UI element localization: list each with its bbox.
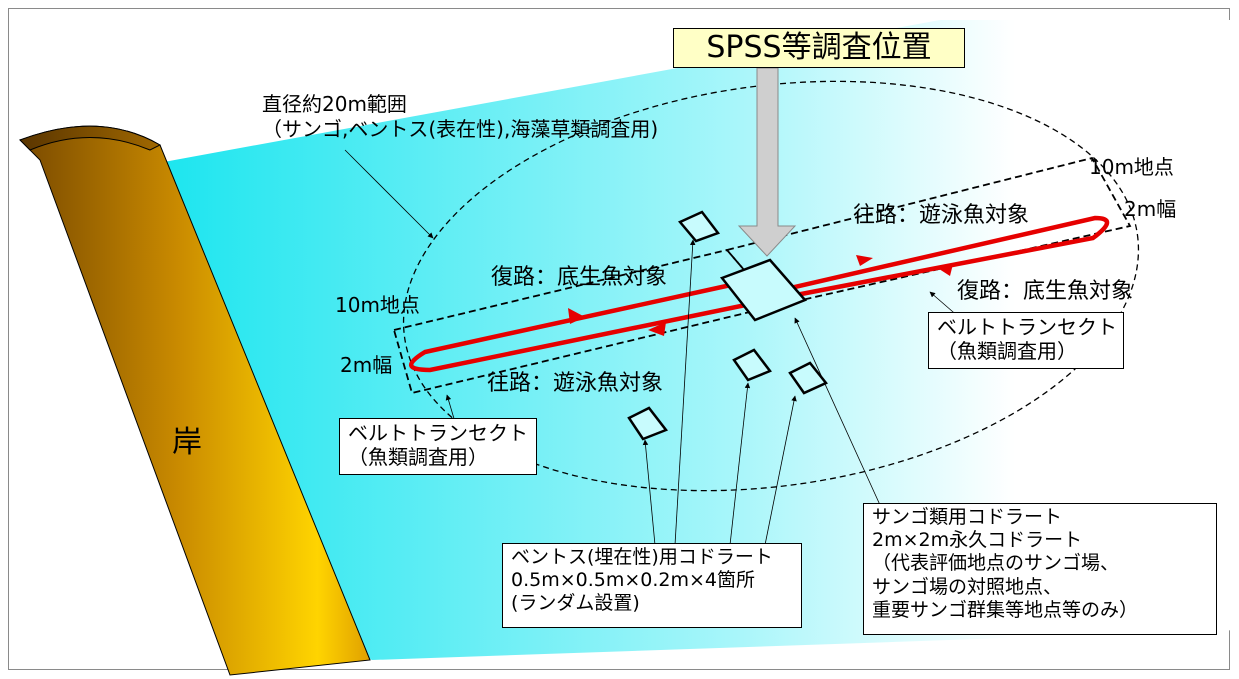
diameter-note: 直径約20m範囲 （サンゴ,ベントス(表在性),海藻草類調査用) [262, 92, 658, 142]
right-box-line1: ベルトトランセクト [937, 315, 1117, 339]
right-outbound-label: 往路：遊泳魚対象 [853, 203, 1030, 228]
leader-benthos-2 [674, 239, 696, 546]
benthos-box-line3: (ランダム設置) [511, 592, 640, 615]
leader-benthos-1 [642, 439, 656, 546]
shore-top-edge [19, 125, 162, 151]
left-box-line2: （魚類調査用） [348, 445, 488, 470]
benthos-quadrat-2 [732, 348, 772, 382]
left-belt-transect-box: ベルトトランセクト （魚類調査用） [339, 418, 537, 475]
coral-box-line2: 2m×2m永久コドラート [872, 529, 1083, 552]
coral-box-line1: サンゴ類用コドラート [872, 506, 1063, 528]
diameter-note-line1: 直径約20m範囲 [262, 92, 407, 116]
benthos-box-line1: ベントス(埋在性)用コドラート [511, 546, 773, 568]
leader-coral [794, 317, 881, 506]
right-belt-transect-box: ベルトトランセクト （魚類調査用） [928, 312, 1124, 369]
leader-benthos-3 [729, 382, 751, 546]
left-return-label: 復路：底生魚対象 [491, 265, 668, 290]
right-box-line2: （魚類調査用） [937, 339, 1077, 364]
water-area [120, 20, 1239, 660]
left-outbound-label: 往路：遊泳魚対象 [487, 371, 664, 396]
leader-diameter [344, 149, 434, 239]
coral-box-line3: （代表評価地点のサンゴ場、 [872, 552, 1120, 575]
track-arrow-3 [568, 308, 585, 324]
track-arrow-2 [936, 264, 953, 276]
benthos-box-line2: 0.5m×0.5m×0.2m×4箇所 [511, 569, 756, 592]
coral-quadrat-box: サンゴ類用コドラート 2m×2m永久コドラート （代表評価地点のサンゴ場、 サン… [863, 503, 1217, 635]
coral-quadrat [719, 258, 808, 322]
benthos-quadrat-1 [677, 210, 721, 243]
coral-box-line4: サンゴ場の対照地点、 [872, 575, 1063, 598]
coral-box-line5: 重要サンゴ群集等地点等のみ） [872, 598, 1139, 621]
right-width-label: 2m幅 [1124, 197, 1177, 221]
track-arrow-1 [856, 255, 873, 266]
diameter-note-line2: （サンゴ,ベントス(表在性),海藻草類調査用) [262, 117, 659, 141]
shore-label: 岸 [172, 425, 202, 460]
left-width-label: 2m幅 [340, 353, 393, 377]
title-pointer-arrow [737, 67, 797, 257]
right-return-label: 復路：底生魚対象 [957, 279, 1134, 304]
leader-benthos-4 [764, 395, 797, 546]
leader-left-box [445, 394, 456, 423]
right-point-label: 10m地点 [1089, 155, 1174, 179]
survey-range-ellipse [402, 80, 1140, 492]
title-box: SPSS等調査位置 [673, 28, 965, 68]
left-point-label: 10m地点 [335, 293, 420, 317]
benthos-quadrat-box: ベントス(埋在性)用コドラート 0.5m×0.5m×0.2m×4箇所 (ランダム… [502, 543, 802, 628]
left-box-line1: ベルトトランセクト [348, 421, 528, 445]
benthos-quadrat-3 [788, 361, 828, 395]
benthos-quadrat-4 [627, 406, 669, 441]
track-arrow-4 [648, 322, 666, 336]
